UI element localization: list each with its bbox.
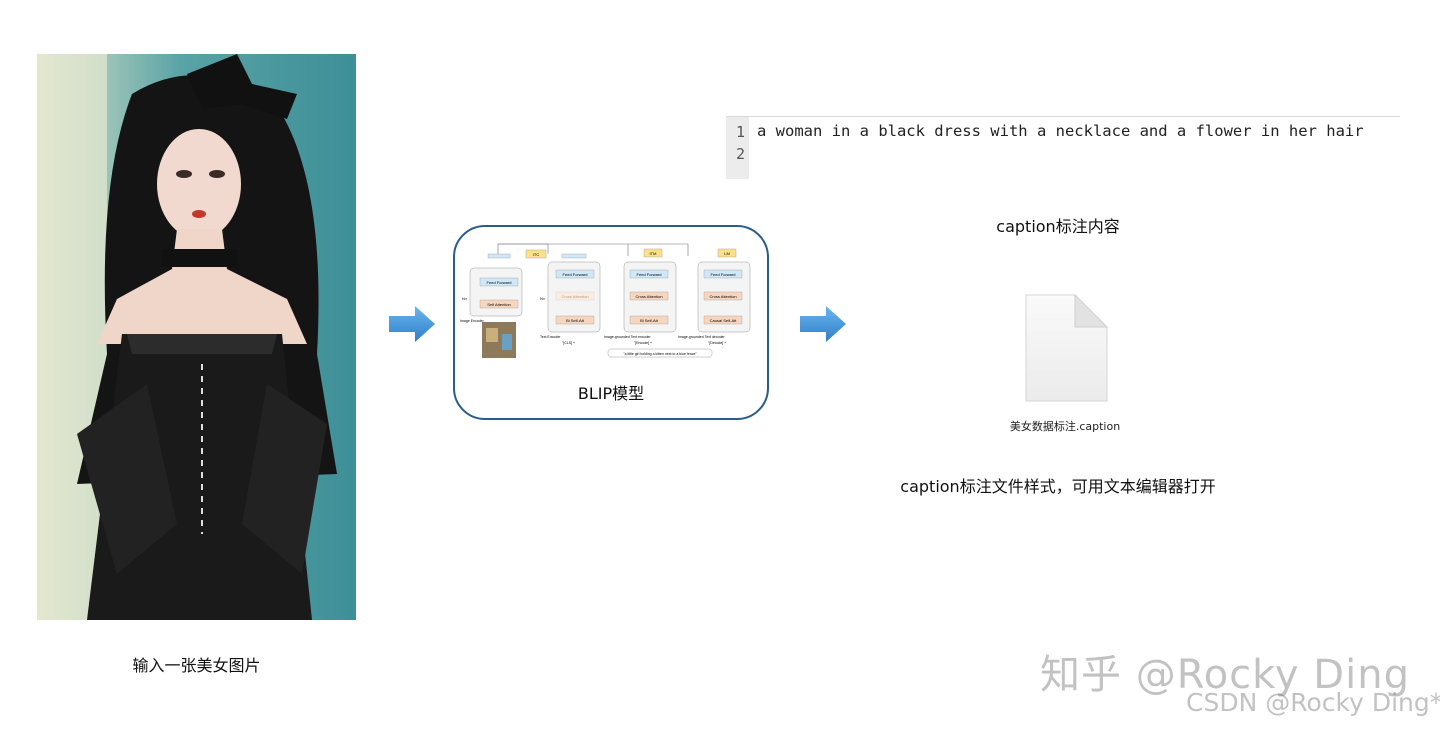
grounded-decoder-label: Image-grounded Text decoder <box>678 335 725 339</box>
decode-token: "[Decode] + <box>708 341 726 345</box>
ffn-block-3: Feed Forward <box>637 272 662 277</box>
ffn-block-1: Feed Forward <box>487 280 512 285</box>
self-attn-block: Self Attention <box>487 302 511 307</box>
bi-self-att-block-2: Bi Self-Att <box>640 318 659 323</box>
caption-editor: 1 2 a woman in a black dress with a neck… <box>726 116 1400 179</box>
lm-tag: LM <box>724 251 730 256</box>
input-image-label: 输入一张美女图片 <box>132 656 261 675</box>
itm-tag: ITM <box>650 251 657 256</box>
right-arrow-icon <box>800 306 846 342</box>
line-number: 1 <box>735 123 745 141</box>
cls-token: "[CLS] + <box>562 341 575 345</box>
csdn-watermark: CSDN @Rocky Ding* <box>1186 688 1440 717</box>
ffn-block-4: Feed Forward <box>711 272 736 277</box>
line-number: 2 <box>735 145 745 163</box>
right-arrow-icon <box>389 306 435 342</box>
input-image <box>37 54 356 620</box>
cross-attn-block-2: Cross Attention <box>709 294 736 299</box>
cross-attn-block-1: Cross Attention <box>635 294 662 299</box>
bi-self-att-block-1: Bi Self-Att <box>566 318 585 323</box>
line-number-gutter <box>726 117 749 179</box>
caption-text-line: a woman in a black dress with a necklace… <box>757 122 1364 140</box>
nx-label-2: N× <box>540 296 546 301</box>
ffn-block-2: Feed Forward <box>563 272 588 277</box>
blip-architecture-diagram: ITC ITM LM Feed Forward Self Attention N… <box>458 236 764 364</box>
example-caption: "a little girl holding a kitten next to … <box>623 352 697 356</box>
zhihu-watermark: 知乎 @Rocky Ding <box>1040 652 1410 698</box>
blip-model-label: BLIP模型 <box>577 384 645 403</box>
itc-tag: ITC <box>533 252 540 257</box>
grounded-encoder-label: Image-grounded Text encoder <box>604 335 651 339</box>
text-encoder-label: Text Encoder <box>540 335 561 339</box>
nx-label-1: N× <box>462 296 468 301</box>
cross-attn-block-faded: Cross Attention <box>561 294 588 299</box>
document-file-icon <box>1023 293 1109 405</box>
caption-content-label: caption标注内容 <box>996 217 1120 236</box>
file-name: 美女数据标注.caption <box>1009 420 1121 433</box>
encode-token: "[Encode] + <box>634 341 652 345</box>
file-format-label: caption标注文件样式，可用文本编辑器打开 <box>900 477 1216 496</box>
causal-self-att-block: Causal Self-Att <box>710 318 738 323</box>
image-encoder-label: Image Encoder <box>460 319 485 323</box>
